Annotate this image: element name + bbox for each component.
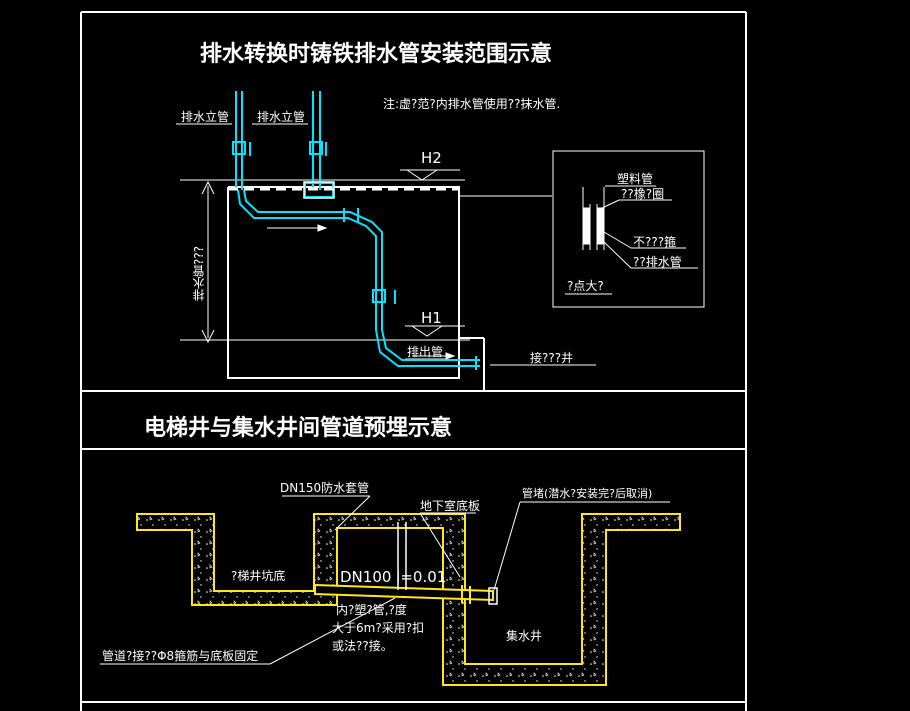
embedded-pipe bbox=[314, 583, 494, 604]
plug-label: 管堵(潜水?安装完?后取消) bbox=[522, 487, 653, 500]
sump-label: 集水井 bbox=[506, 629, 543, 643]
drain-pipes bbox=[232, 91, 480, 370]
detail-box bbox=[552, 150, 705, 308]
slab-band bbox=[314, 513, 465, 529]
pipe-note-line1: 内?塑?管,?度 bbox=[336, 603, 407, 617]
sleeve-marker bbox=[303, 181, 335, 199]
elevation-marks bbox=[400, 169, 465, 337]
reference-lines bbox=[180, 179, 470, 344]
plastic-pipe-label: 塑料管 bbox=[617, 172, 654, 186]
outlet-label: 排出管 bbox=[407, 345, 444, 359]
h1-label: H1 bbox=[421, 309, 442, 327]
section2-title: 电梯井与集水井间管道预埋示意 bbox=[144, 416, 453, 441]
pipe-spec-label: DN100 i=0.01 bbox=[340, 568, 447, 586]
pipe-note-line3: 或法??接。 bbox=[332, 639, 393, 653]
basement-floor-label: 地下室底板 bbox=[420, 499, 481, 513]
fixing-label: 管道?接??Φ8箍筋与底板固定 bbox=[102, 649, 259, 663]
pit-floor-label: ?梯井坑底 bbox=[231, 569, 286, 583]
sleeve-label: DN150防水套管 bbox=[280, 481, 370, 495]
riser-left-label: 排水立管 bbox=[181, 110, 230, 124]
drawing-frame bbox=[80, 11, 747, 711]
detail-drain-pipe-label: ??排水管 bbox=[633, 255, 682, 269]
section2-leaders bbox=[100, 495, 670, 665]
section1-title: 排水转换时铸铁排水管安装范围示意 bbox=[200, 42, 553, 67]
flow-arrows bbox=[267, 224, 456, 360]
enlarged-label: ?点大? bbox=[567, 279, 604, 293]
rubber-ring-label: ??橡?圈 bbox=[621, 187, 665, 201]
connect-label: 接???井 bbox=[530, 351, 574, 365]
pipe-note-line2: 大于6m?采用?扣 bbox=[332, 621, 425, 635]
building-outline bbox=[227, 186, 485, 392]
steel-hoop-label: 不???箍 bbox=[633, 235, 677, 249]
sleeve-riser bbox=[397, 522, 407, 590]
label-leaders bbox=[176, 123, 596, 366]
drain-height-label: 排水管??? bbox=[192, 246, 206, 302]
pipe-plug bbox=[488, 587, 498, 605]
note-text: 注:虚?范?内排水管使用??抹水管. bbox=[383, 97, 561, 111]
riser-right-label: 排水立管 bbox=[257, 110, 306, 124]
h2-label: H2 bbox=[421, 149, 442, 167]
concrete-structure bbox=[136, 513, 681, 686]
